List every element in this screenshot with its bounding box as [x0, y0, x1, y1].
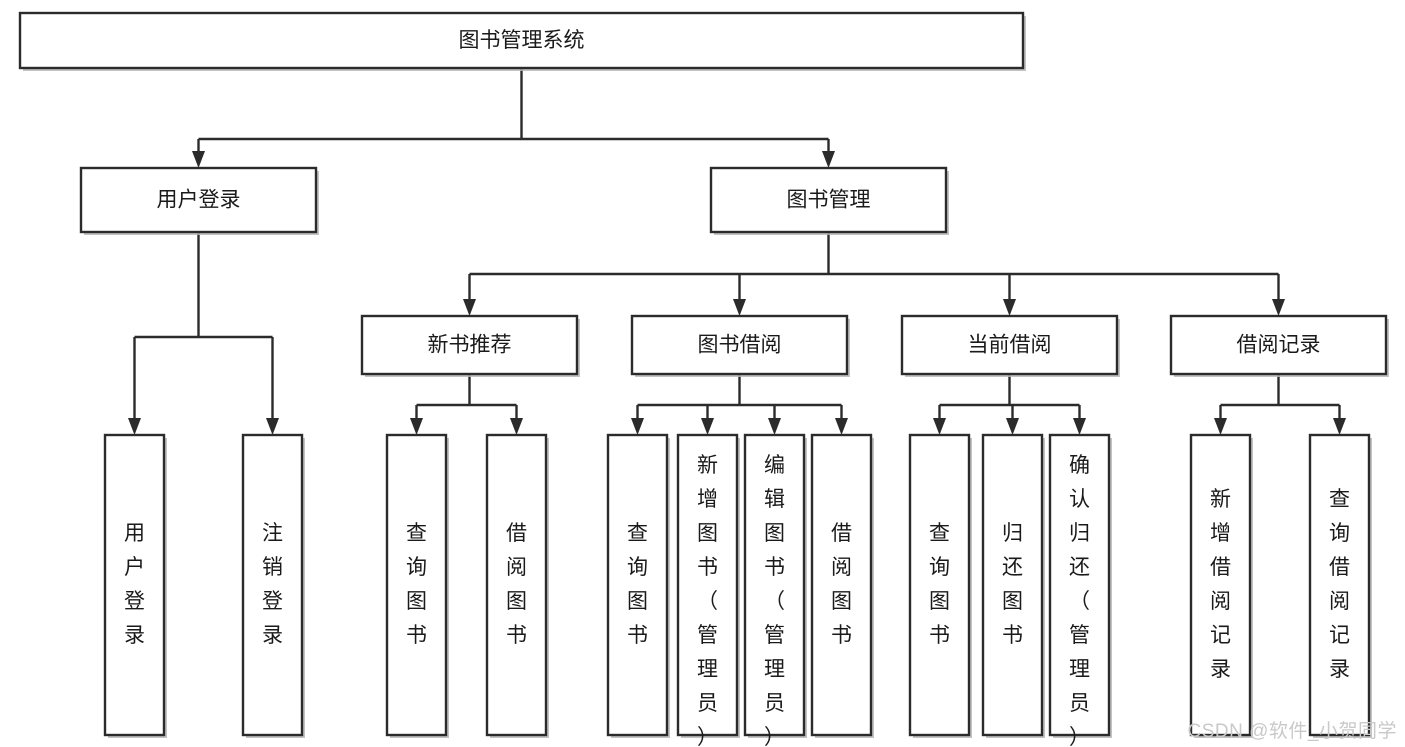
node-leaf-cur-return-book[interactable]: 归还图书	[981, 433, 1045, 738]
node-box[interactable]	[103, 433, 166, 737]
node-book-manage[interactable]: 图书管理	[709, 166, 949, 235]
arrow-head-leaf-rec-query-record	[1333, 418, 1346, 435]
arrow-head-current-borrow	[1003, 299, 1016, 316]
node-new-book-rec[interactable]: 新书推荐	[360, 314, 580, 377]
node-box[interactable]	[385, 433, 448, 737]
arrow-head-book-manage	[822, 151, 835, 168]
node-leaf-rec-query-record[interactable]: 查询借阅记录	[1308, 433, 1372, 738]
arrow-head-leaf-rec-add-record	[1214, 418, 1227, 435]
node-book-borrow[interactable]: 图书借阅	[630, 314, 850, 377]
arrow-head-leaf-cur-confirm-return	[1073, 418, 1086, 435]
node-current-borrow[interactable]: 当前借阅	[900, 314, 1120, 377]
node-box[interactable]	[241, 433, 304, 737]
connector-layer	[128, 68, 1346, 435]
node-box[interactable]	[810, 433, 873, 737]
node-label: 用户登录	[157, 189, 241, 212]
node-label: 归还图书	[1002, 522, 1023, 647]
node-label: 查询图书	[406, 522, 427, 647]
node-box[interactable]	[630, 314, 849, 376]
node-label: 借阅图书	[831, 522, 852, 647]
node-leaf-cur-confirm-return[interactable]: 确认归还（管理员）	[1048, 433, 1112, 747]
node-label: 新增借阅记录	[1210, 488, 1231, 681]
node-label: 确认归还（管理员）	[1069, 454, 1090, 747]
node-box[interactable]	[1189, 433, 1252, 737]
arrow-head-leaf-rec-borrow-book	[510, 418, 523, 435]
arrow-head-leaf-borrow-edit-book	[768, 418, 781, 435]
node-label: 注销登录	[262, 522, 283, 647]
node-label: 用户登录	[124, 522, 145, 647]
node-leaf-user-login[interactable]: 用户登录	[103, 433, 167, 738]
node-leaf-borrow-add-book[interactable]: 新增图书（管理员）	[676, 433, 740, 747]
node-label: 查询借阅记录	[1329, 488, 1350, 681]
node-leaf-borrow-borrow-book[interactable]: 借阅图书	[810, 433, 874, 738]
arrow-head-leaf-cur-query-book	[933, 418, 946, 435]
node-box[interactable]	[606, 433, 669, 737]
node-leaf-borrow-query-book[interactable]: 查询图书	[606, 433, 670, 738]
watermark-label: CSDN @软件_小贺同学	[1187, 721, 1397, 742]
node-box[interactable]	[1308, 433, 1371, 737]
node-label: 借阅记录	[1237, 334, 1321, 357]
connector-group-borrow-record	[1214, 374, 1346, 435]
node-box[interactable]	[743, 433, 806, 737]
arrow-head-new-book-rec	[463, 299, 476, 316]
node-leaf-rec-add-record[interactable]: 新增借阅记录	[1189, 433, 1253, 738]
connector-group-user-login	[128, 232, 279, 435]
arrow-head-leaf-borrow-borrow-book	[835, 418, 848, 435]
node-label: 查询图书	[627, 522, 648, 647]
arrow-head-leaf-user-login	[128, 418, 141, 435]
node-leaf-rec-query-book[interactable]: 查询图书	[385, 433, 449, 738]
node-label: 新书推荐	[428, 334, 512, 357]
node-box[interactable]	[900, 314, 1119, 376]
arrow-head-leaf-user-logout	[266, 418, 279, 435]
node-label: 当前借阅	[968, 334, 1052, 357]
node-label: 查询图书	[929, 522, 950, 647]
node-box[interactable]	[709, 166, 948, 234]
arrow-head-borrow-record	[1272, 299, 1285, 316]
arrow-head-leaf-borrow-add-book	[701, 418, 714, 435]
connector-group-root	[192, 68, 835, 168]
arrow-head-book-borrow	[733, 299, 746, 316]
connector-group-book-manage	[463, 232, 1285, 316]
node-label: 图书管理	[787, 189, 871, 212]
node-label: 借阅图书	[506, 522, 527, 647]
node-label: 图书借阅	[698, 334, 782, 357]
node-label: 编辑图书（管理员）	[764, 454, 785, 747]
connector-group-new-book-rec	[410, 374, 523, 435]
connector-group-book-borrow	[631, 374, 848, 435]
node-leaf-borrow-edit-book[interactable]: 编辑图书（管理员）	[743, 433, 807, 747]
arrow-head-leaf-borrow-query-book	[631, 418, 644, 435]
node-leaf-user-logout[interactable]: 注销登录	[241, 433, 305, 738]
node-box[interactable]	[485, 433, 548, 737]
node-box[interactable]	[908, 433, 971, 737]
node-box[interactable]	[981, 433, 1044, 737]
node-root[interactable]: 图书管理系统	[18, 11, 1026, 71]
node-box[interactable]	[676, 433, 739, 737]
node-box[interactable]	[1048, 433, 1111, 737]
node-box[interactable]	[79, 166, 318, 234]
node-label: 图书管理系统	[459, 29, 585, 52]
node-borrow-record[interactable]: 借阅记录	[1169, 314, 1389, 377]
node-box[interactable]	[18, 11, 1025, 70]
arrow-head-leaf-rec-query-book	[410, 418, 423, 435]
node-leaf-cur-query-book[interactable]: 查询图书	[908, 433, 972, 738]
node-box[interactable]	[1169, 314, 1388, 376]
node-leaf-rec-borrow-book[interactable]: 借阅图书	[485, 433, 549, 738]
node-label: 新增图书（管理员）	[697, 454, 718, 747]
arrow-head-user-login	[192, 151, 205, 168]
arrow-head-leaf-cur-return-book	[1006, 418, 1019, 435]
node-user-login[interactable]: 用户登录	[79, 166, 319, 235]
node-box[interactable]	[360, 314, 579, 376]
connector-group-current-borrow	[933, 374, 1086, 435]
node-layer: 图书管理系统用户登录图书管理新书推荐图书借阅当前借阅借阅记录用户登录注销登录查询…	[18, 11, 1389, 747]
